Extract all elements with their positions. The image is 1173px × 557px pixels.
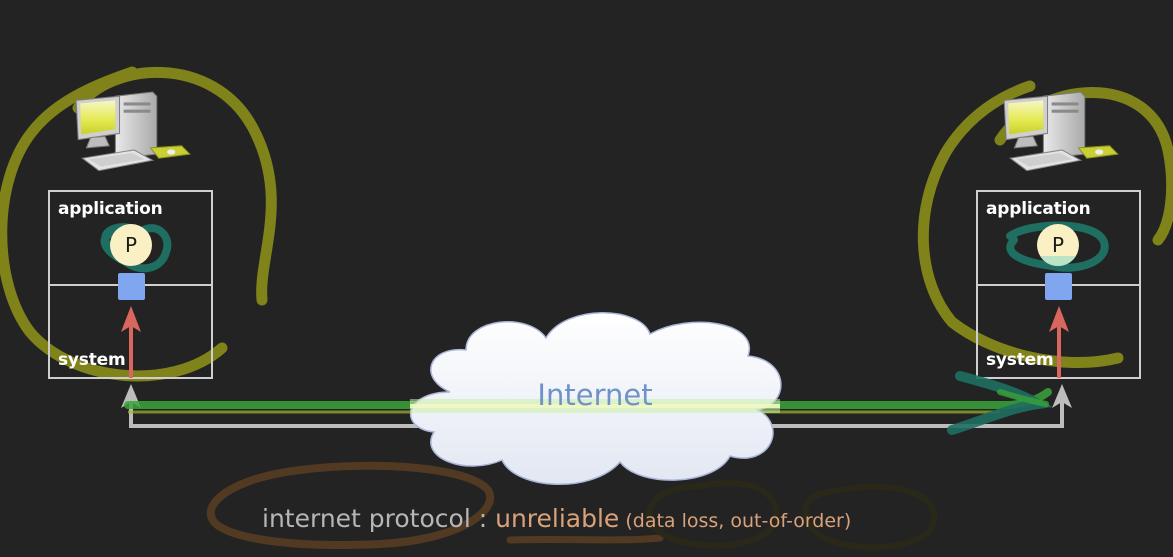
caption-underline-annotation <box>206 461 494 549</box>
left-desktop-computer-icon <box>75 91 191 172</box>
right-process-label: P <box>1051 233 1065 257</box>
left-process-label: P <box>124 233 138 257</box>
right-process-circle <box>1037 224 1079 266</box>
left-application-label: application <box>58 199 163 219</box>
left-system-label: system <box>58 350 126 370</box>
caption-property: unreliable <box>495 504 620 533</box>
right-system-label: system <box>986 350 1054 370</box>
caption-subject: internet protocol <box>262 504 471 533</box>
caption-detail: (data loss, out-of-order) <box>619 510 852 532</box>
left-process-circle <box>110 224 152 266</box>
out-of-order-annotation <box>802 483 938 551</box>
caption-separator: : <box>470 504 496 533</box>
caption: internet protocol : unreliable (data los… <box>262 504 851 533</box>
right-application-label: application <box>986 199 1091 219</box>
data-loss-annotation <box>646 480 779 549</box>
right-path-arrowhead <box>1052 384 1072 408</box>
right-socket-square <box>1045 273 1072 300</box>
internet-label: Internet <box>537 378 653 412</box>
left-socket-square <box>118 273 145 300</box>
right-desktop-computer-icon <box>1003 91 1119 172</box>
left-up-arrow <box>121 306 141 332</box>
right-up-arrow <box>1049 306 1069 332</box>
